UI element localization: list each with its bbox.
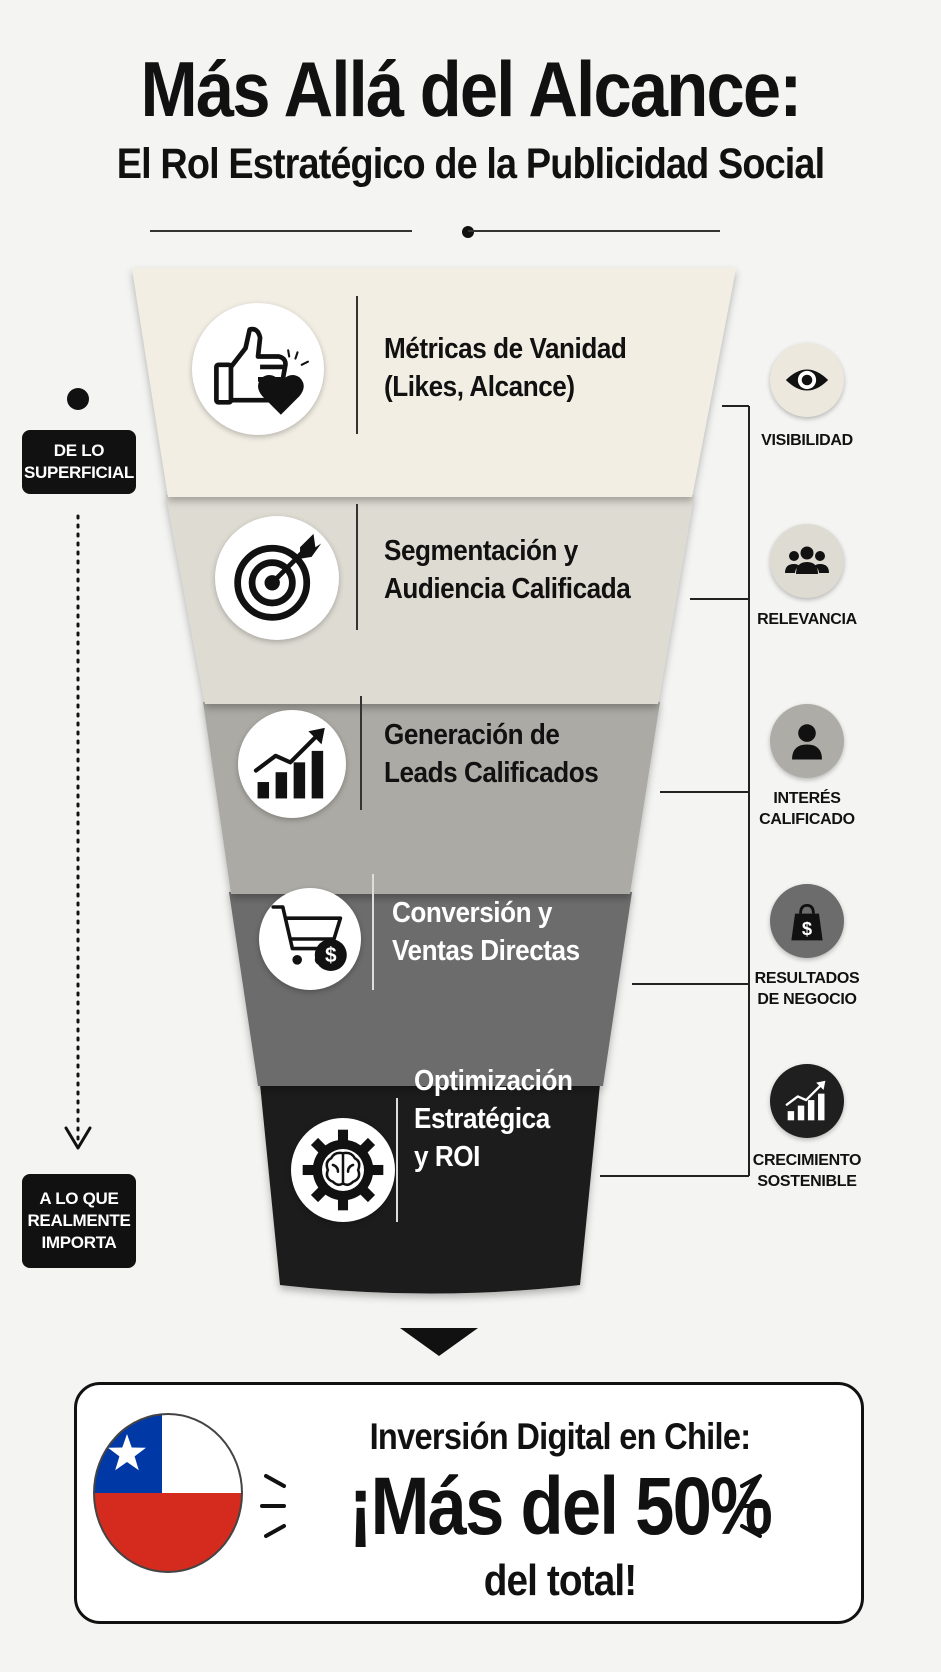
chile-flag-icon: [93, 1413, 243, 1573]
divider-right: [468, 230, 720, 232]
separator-5: [396, 1098, 398, 1222]
divider-dot: [462, 226, 474, 238]
growth-chart-icon: [238, 710, 346, 818]
separator-1: [356, 296, 358, 434]
emphasis-marks-right: [740, 1474, 766, 1538]
cart-dollar-icon: $: [259, 888, 361, 990]
separator-4: [372, 874, 374, 990]
page-title: Más Allá del Alcance:: [140, 45, 803, 133]
emphasis-marks-left: [260, 1474, 286, 1538]
page-subtitle: El Rol Estratégico de la Publicidad Soci…: [116, 140, 825, 188]
stage-1-label: Métricas de Vanidad(Likes, Alcance): [384, 333, 627, 403]
target-icon: [215, 516, 339, 640]
brain-gear-icon: [291, 1118, 395, 1222]
separator-3: [360, 696, 362, 810]
callout-foot: del total!: [483, 1556, 637, 1605]
divider-left: [150, 230, 412, 232]
svg-text:$: $: [325, 944, 337, 967]
outcome-2-label: RELEVANCIA: [757, 611, 857, 628]
thumbs-up-heart-icon: [192, 303, 324, 435]
money-bag-icon: $: [770, 884, 844, 958]
callout-heading: Inversión Digital en Chile:: [369, 1416, 752, 1457]
separator-2: [356, 504, 358, 630]
person-icon: [770, 704, 844, 778]
growth-chart-icon: [770, 1064, 844, 1138]
svg-text:$: $: [802, 918, 812, 939]
callout-stat: ¡Más del 50%: [348, 1461, 773, 1552]
outcome-1-label: VISIBILIDAD: [761, 432, 853, 449]
group-icon: [770, 524, 844, 598]
eye-icon: [770, 343, 844, 417]
